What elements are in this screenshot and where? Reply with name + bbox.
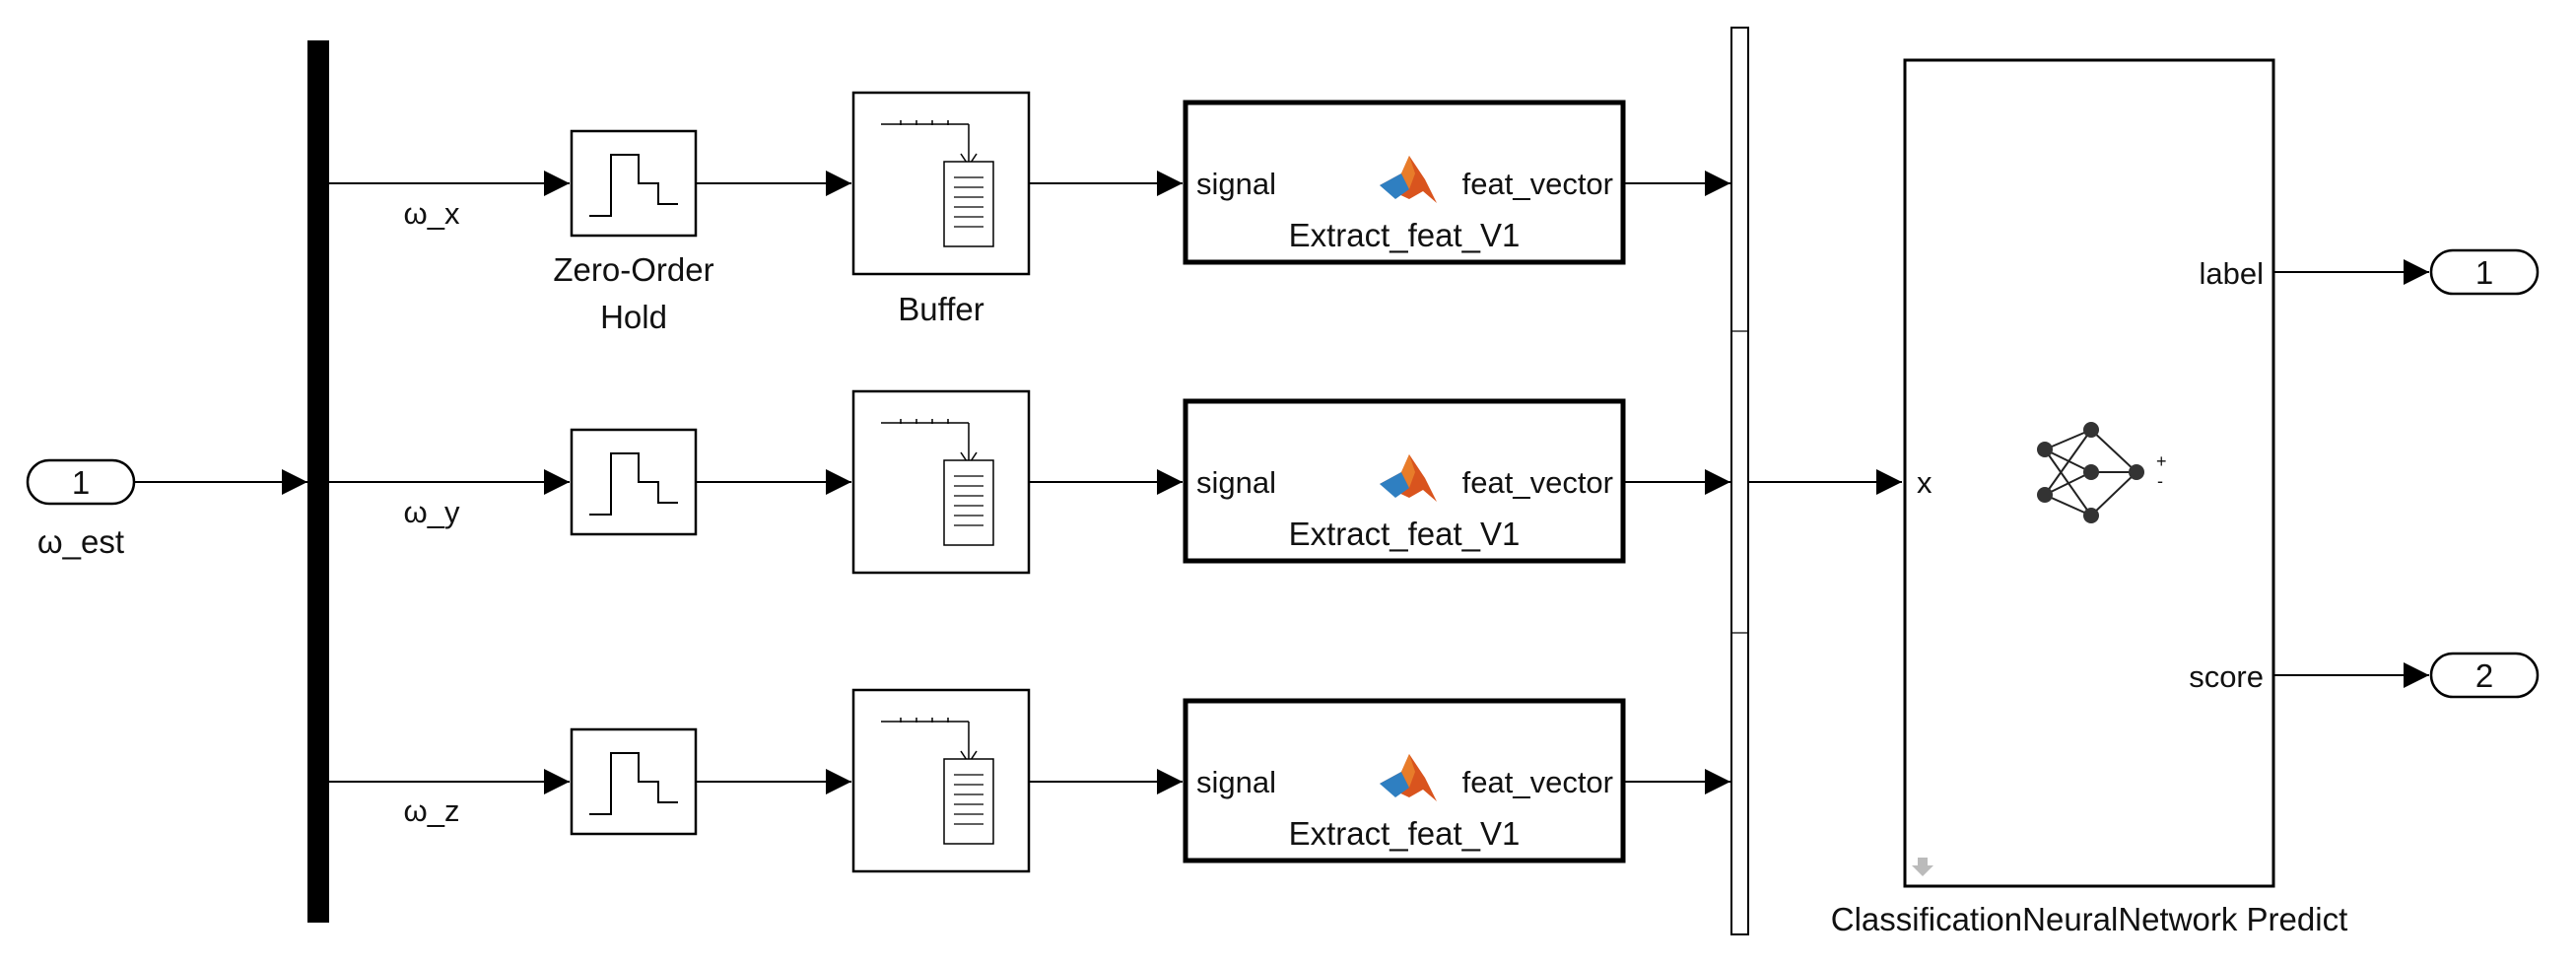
classifier-block[interactable]: x label score + - (1903, 58, 2275, 888)
neural-network-icon: + - (2037, 422, 2167, 523)
extract-input-port-label: signal (1196, 465, 1276, 500)
step-icon (589, 154, 678, 217)
buffer-block-2[interactable] (851, 389, 1031, 575)
outport-2-number: 2 (2475, 657, 2493, 694)
extract-feat-block-2[interactable]: signal feat_vector Extract_feat_V1 (1183, 398, 1626, 564)
inport-1[interactable]: 1 (26, 458, 136, 506)
arrow-down-icon (1912, 858, 1933, 876)
classifier-output-port-label-score: score (2189, 659, 2264, 694)
signal-label-wz: ω_z (404, 793, 460, 828)
buffer-icon (881, 120, 994, 247)
signal-label-wx: ω_x (404, 196, 460, 231)
classifier-block-name: ClassificationNeuralNetwork Predict (1831, 901, 2348, 937)
extract-output-port-label: feat_vector (1462, 465, 1613, 500)
extract-block-name: Extract_feat_V1 (1289, 815, 1521, 852)
extract-block-name: Extract_feat_V1 (1289, 516, 1521, 552)
matlab-logo-icon (1380, 156, 1437, 203)
zoh-name-line1: Zero-Order (553, 251, 713, 288)
buffer-block-1[interactable] (851, 91, 1031, 276)
outport-1-number: 1 (2475, 254, 2493, 291)
matlab-logo-icon (1380, 454, 1437, 502)
buffer-icon (881, 419, 994, 546)
zero-order-hold-block-1[interactable] (570, 129, 698, 238)
signal-label-wy: ω_y (404, 495, 460, 529)
nn-plus-sign: + (2156, 451, 2167, 471)
step-icon (589, 752, 678, 815)
zero-order-hold-block-3[interactable] (570, 727, 698, 836)
extract-feat-block-3[interactable]: signal feat_vector Extract_feat_V1 (1183, 698, 1626, 863)
zero-order-hold-block-2[interactable] (570, 428, 698, 536)
nn-minus-sign: - (2157, 471, 2163, 491)
outport-2[interactable]: 2 (2429, 652, 2540, 699)
step-icon (589, 452, 678, 516)
classifier-input-port-label: x (1917, 465, 1932, 500)
extract-output-port-label: feat_vector (1462, 167, 1613, 201)
extract-block-name: Extract_feat_V1 (1289, 217, 1521, 253)
extract-output-port-label: feat_vector (1462, 765, 1613, 799)
classifier-output-port-label-label: label (2200, 256, 2265, 291)
inport-1-name: ω_est (37, 523, 124, 560)
inport-1-number: 1 (72, 464, 90, 501)
buffer-icon (881, 718, 994, 845)
zoh-name-line2: Hold (600, 299, 667, 335)
matlab-logo-icon (1380, 754, 1437, 801)
extract-input-port-label: signal (1196, 765, 1276, 799)
extract-feat-block-1[interactable]: signal feat_vector Extract_feat_V1 (1183, 100, 1626, 265)
buffer-block-3[interactable] (851, 688, 1031, 873)
extract-input-port-label: signal (1196, 167, 1276, 201)
outport-1[interactable]: 1 (2429, 248, 2540, 296)
buffer-name: Buffer (898, 291, 983, 327)
demux-block[interactable] (307, 40, 329, 923)
mux-block[interactable] (1730, 27, 1749, 935)
